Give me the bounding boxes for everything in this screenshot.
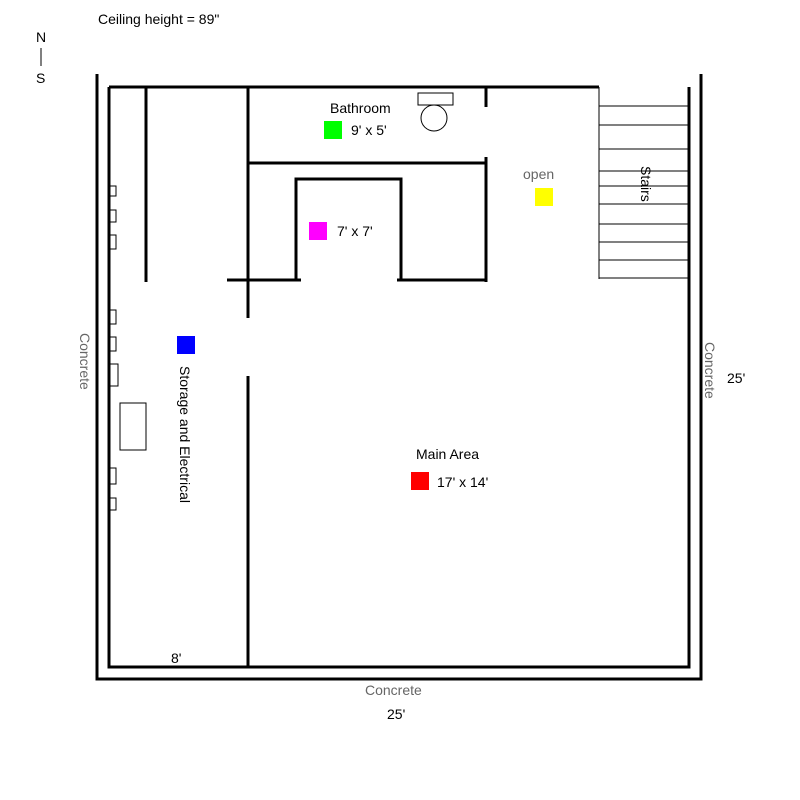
south-dimension-label: 25' xyxy=(387,706,405,722)
closet-size: 7' x 7' xyxy=(337,223,373,239)
bathroom-label: Bathroom xyxy=(330,100,391,116)
south-concrete-label: Concrete xyxy=(365,682,422,698)
storage-label: Storage and Electrical xyxy=(177,366,193,503)
west-concrete-label: Concrete xyxy=(77,333,93,390)
ceiling-height-label: Ceiling height = 89" xyxy=(98,11,219,27)
stairs xyxy=(598,87,689,279)
compass-north-label: N xyxy=(36,29,46,45)
closet-marker xyxy=(309,222,327,240)
storage-fixtures xyxy=(109,185,147,511)
main-area-label: Main Area xyxy=(416,446,479,462)
storage-marker xyxy=(177,336,195,354)
bathroom-marker xyxy=(324,121,342,139)
main-area-size: 17' x 14' xyxy=(437,474,488,490)
compass: N S xyxy=(36,29,46,86)
toilet-icon xyxy=(417,92,454,132)
bathroom-size: 9' x 5' xyxy=(351,122,387,138)
stairs-label: Stairs xyxy=(638,166,654,202)
open-label: open xyxy=(523,166,554,182)
closet-wall xyxy=(294,177,403,280)
storage-width-label: 8' xyxy=(171,650,181,666)
inner-perimeter-wall xyxy=(107,87,691,669)
open-marker xyxy=(535,188,553,206)
main-area-marker xyxy=(411,472,429,490)
east-concrete-label: Concrete xyxy=(702,342,718,399)
compass-south-label: S xyxy=(36,70,45,86)
east-dimension-label: 25' xyxy=(727,370,745,386)
outer-concrete-wall xyxy=(95,74,703,681)
